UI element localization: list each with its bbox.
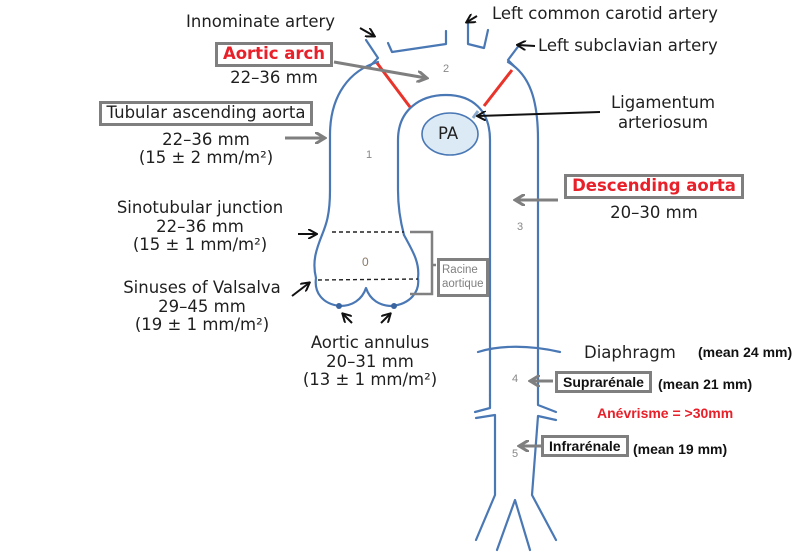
aortic-root-outline [313,233,420,308]
brachio-stub [386,29,448,54]
ligamentum-line1: Ligamentum [610,93,716,112]
ascending-aorta-inner-wall [396,93,492,397]
diaphragm-label: Diaphragm [584,343,676,362]
abdominal-left-wall [473,393,492,414]
ascending-aorta-outer-wall [320,60,380,237]
racine-aortique-box: Racine aortique [437,258,489,297]
racine-bracket [410,230,436,296]
annulus-dot-right [391,303,397,309]
tubular-ascending-group: Tubular ascending aorta 22–36 mm (15 ± 2… [88,101,324,169]
descending-title: Descending aorta [564,174,744,199]
diaphragm-line [476,345,562,354]
sinotubular-range: 22–36 mm [156,216,244,236]
subclavian-pointer [518,45,536,46]
suprarenale-label: Suprarénale [555,371,652,393]
segment-5: 5 [512,448,519,460]
segment-3: 3 [517,221,524,233]
infrarenale-label: Infrarénale [541,435,629,457]
innominate-pointer [359,27,374,36]
valsalva-range: 29–45 mm [158,296,246,316]
infrarenale-mean: (mean 19 mm) [633,441,728,457]
arch-distal-boundary [482,69,514,107]
tubular-ascending-range: 22–36 mm [162,129,250,149]
tubular-ascending-title: Tubular ascending aorta [98,101,314,126]
carotid-pointer [467,16,478,22]
annulus-indexed: (13 ± 1 mm/m²) [302,370,438,389]
pulmonary-artery [421,112,479,156]
abdominal-right-wall [536,398,558,414]
valsalva-indexed: (19 ± 1 mm/m²) [134,315,270,334]
ligamentum-stub [471,110,480,119]
annulus-pointer-right [380,314,390,324]
left-subclavian-label: Left subclavian artery [538,36,718,55]
innominate-stub [364,38,380,68]
valsalva-group: Sinuses of Valsalva 29–45 mm (19 ± 1 mm/… [112,278,292,336]
diaphragm-mean: (mean 24 mm) [698,344,793,360]
bifurcation-left [495,498,532,552]
renal-left-lower [474,413,497,542]
sinotubular-title: Sinotubular junction [116,198,284,217]
annulus-range: 20–31 mm [326,351,414,371]
ligamentum-label: Ligamentum arteriosum [598,93,728,133]
aneurysm-threshold: Anévrisme = >30mm [597,405,734,421]
tubular-ascending-indexed: (15 ± 2 mm/m²) [138,148,274,167]
descending-group: Descending aorta 20–30 mm [556,174,752,221]
descending-aorta-outer-wall [506,60,540,402]
arch-pointer [333,60,426,78]
innominate-label: Innominate artery [186,12,336,31]
subclavian-stub [506,42,522,68]
annulus-dot-left [336,303,342,309]
racine-line1: Racine [442,264,478,276]
sinotubular-group: Sinotubular junction 22–36 mm (15 ± 1 mm… [108,198,292,256]
left-common-carotid-label: Left common carotid artery [492,4,718,23]
aortic-arch-group: Aortic arch 22–36 mm [214,42,334,86]
pa-label: PA [438,124,459,143]
segment-2: 2 [443,63,450,75]
carotid-stub [466,22,490,50]
segment-0: 0 [362,255,369,269]
aortic-arch-title: Aortic arch [214,42,334,67]
descending-range: 20–30 mm [610,202,698,222]
segment-1: 1 [366,149,373,161]
segment-4: 4 [512,373,519,385]
valsalva-dashed [317,278,419,281]
suprarenale-mean: (mean 21 mm) [658,376,753,392]
racine-line2: aortique [442,278,484,291]
annulus-group: Aortic annulus 20–31 mm (13 ± 1 mm/m²) [290,333,450,391]
valsalva-title: Sinuses of Valsalva [123,278,281,297]
annulus-pointer-left [343,314,353,324]
aortic-arch-range: 22–36 mm [230,67,318,87]
ligamentum-line2: arteriosum [617,112,709,132]
valsalva-pointer [291,283,309,297]
renal-right-lower [530,414,558,542]
annulus-title: Aortic annulus [310,333,430,352]
ligamentum-pointer [478,112,601,116]
sinotubular-indexed: (15 ± 1 mm/m²) [132,235,268,254]
